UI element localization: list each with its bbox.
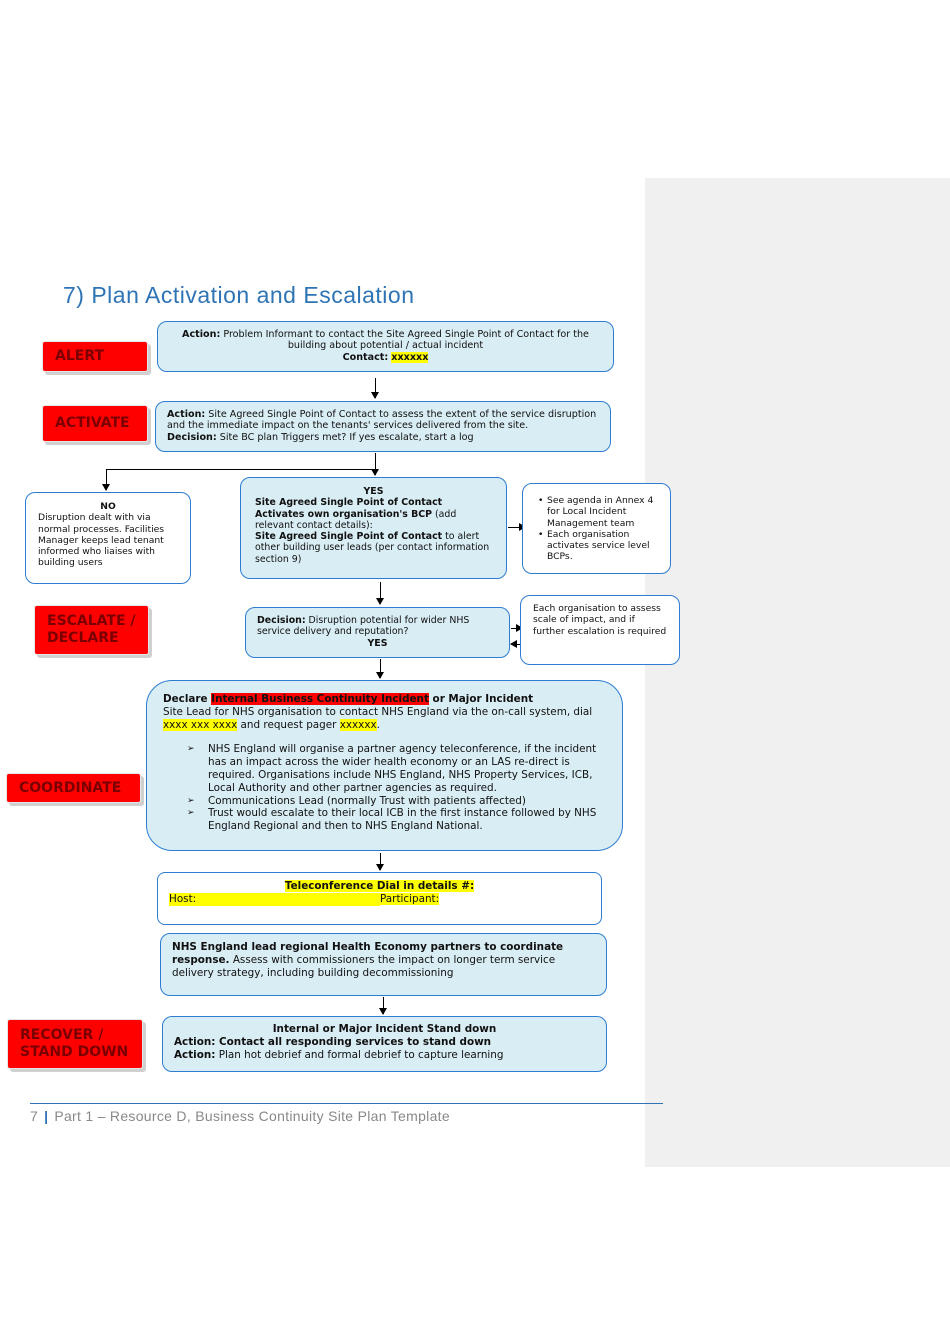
telecon-heading: Teleconference Dial in details #: xyxy=(284,880,475,892)
arrow-alert-activate xyxy=(371,378,380,399)
activate-decision-label: Decision: xyxy=(167,431,217,443)
escalate-label-text: ESCALATE / DECLARE xyxy=(47,613,136,646)
alert-action-label: Action: xyxy=(182,329,221,340)
declare-bullet-2: Communications Lead (normally Trust with… xyxy=(187,795,606,808)
standdown-box: Internal or Major Incident Stand down Ac… xyxy=(162,1016,607,1072)
activate-label-text: ACTIVATE xyxy=(55,415,130,431)
decision-text: Disruption potential for wider NHS servi… xyxy=(257,615,470,638)
footer-separator: | xyxy=(44,1108,49,1124)
declare-highlight: Internal Business Continuity Incident xyxy=(211,693,429,705)
declare-suffix: or Major Incident xyxy=(428,693,534,705)
decision-label: Decision: xyxy=(257,615,306,626)
standdown-action2-text: Plan hot debrief and formal debrief to c… xyxy=(215,1048,504,1061)
decision-box: Decision: Disruption potential for wider… xyxy=(245,607,510,658)
activate-decision-text: Site BC plan Triggers met? If yes escala… xyxy=(216,431,474,443)
activate-action-label: Action: xyxy=(167,409,206,420)
activate-action-box: Action: Site Agreed Single Point of Cont… xyxy=(155,401,611,452)
page-title: 7) Plan Activation and Escalation xyxy=(63,282,415,308)
yes-line1-text: (add relevant contact details): xyxy=(255,508,457,531)
alert-action-text: Problem Informant to contact the Site Ag… xyxy=(220,329,589,352)
no-text: Disruption dealt with via normal process… xyxy=(38,512,165,569)
comment-margin-pane xyxy=(645,178,950,1167)
arrow-regional-standdown xyxy=(379,997,388,1015)
declare-dial: xxxx xxx xxxx xyxy=(163,718,238,731)
alert-label: ALERT xyxy=(42,341,148,372)
standdown-heading: Internal or Major Incident Stand down xyxy=(272,1023,497,1035)
annex-item-2: Each organisation activates service leve… xyxy=(538,529,660,563)
footer-divider xyxy=(30,1103,663,1104)
coordinate-label: COORDINATE xyxy=(6,773,141,803)
branch-line xyxy=(106,469,376,470)
yes-box: YES Site Agreed Single Point of Contact … xyxy=(240,477,507,579)
yes-line2-bold: Site Agreed Single Point of Contact xyxy=(255,531,443,543)
annex-box: See agenda in Annex 4 for Local Incident… xyxy=(522,483,671,574)
declare-bullet-1: NHS England will organise a partner agen… xyxy=(187,743,606,794)
yes-heading: YES xyxy=(363,486,384,497)
telecon-box: Teleconference Dial in details #: Host:P… xyxy=(157,872,602,925)
page-footer: 7 | Part 1 – Resource D, Business Continui… xyxy=(30,1108,450,1124)
arrow-yes-decision xyxy=(376,582,385,605)
activate-label: ACTIVATE xyxy=(42,405,148,442)
alert-action-box: Action: Problem Informant to contact the… xyxy=(157,321,614,372)
alert-contact-value: xxxxxx xyxy=(391,351,429,363)
regional-bold: NHS England lead regional Health Economy… xyxy=(172,941,564,966)
arrow-decision-declare xyxy=(376,659,385,679)
decision-answer: YES xyxy=(367,637,388,649)
regional-box: NHS England lead regional Health Economy… xyxy=(160,933,607,996)
arrow-activate-branch xyxy=(371,453,380,476)
declare-line2: Site Lead for NHS organisation to contac… xyxy=(163,705,593,718)
yes-line2-text: to alert other building user leads (per … xyxy=(255,531,490,565)
telecon-participant: Participant: xyxy=(380,892,440,905)
declare-bullet-3: Trust would escalate to their local ICB … xyxy=(187,807,606,833)
arrow-assess-decision xyxy=(510,640,522,649)
declare-line2c: . xyxy=(376,718,380,731)
recover-label: RECOVER / STAND DOWN xyxy=(7,1019,143,1069)
alert-label-text: ALERT xyxy=(55,348,105,364)
footer-page-number: 7 xyxy=(30,1108,39,1124)
regional-text: Assess with commissioners the impact on … xyxy=(172,953,556,979)
arrow-declare-telecon xyxy=(376,853,385,871)
arrow-decision-assess xyxy=(511,624,523,633)
footer-text: Part 1 – Resource D, Business Continuity… xyxy=(54,1108,450,1124)
recover-label-text: RECOVER / STAND DOWN xyxy=(20,1027,129,1060)
assess-text: Each organisation to assess scale of imp… xyxy=(533,603,667,637)
standdown-action1-label: Action: xyxy=(174,1035,220,1048)
alert-contact-label: Contact: xyxy=(342,351,389,363)
declare-line2b: and request pager xyxy=(237,718,340,731)
standdown-action1-text: Contact all responding services to stand… xyxy=(219,1035,492,1048)
declare-box: Declare Internal Business Continuity Inc… xyxy=(146,680,623,851)
no-box: NO Disruption dealt with via normal proc… xyxy=(25,492,191,584)
yes-line1-bold: Site Agreed Single Point of Contact Acti… xyxy=(255,497,443,520)
arrow-branch-no xyxy=(102,469,111,491)
escalate-label: ESCALATE / DECLARE xyxy=(34,605,149,655)
standdown-action2-label: Action: xyxy=(174,1048,216,1061)
coordinate-label-text: COORDINATE xyxy=(19,779,122,796)
annex-item-1: See agenda in Annex 4 for Local Incident… xyxy=(538,495,660,529)
declare-prefix: Declare xyxy=(163,693,212,705)
assess-box: Each organisation to assess scale of imp… xyxy=(520,595,680,665)
activate-action-text: Site Agreed Single Point of Contact to a… xyxy=(167,409,597,432)
declare-pager: xxxxxx xyxy=(339,718,377,731)
telecon-host: Host: xyxy=(169,892,380,906)
no-heading: NO xyxy=(100,501,116,512)
